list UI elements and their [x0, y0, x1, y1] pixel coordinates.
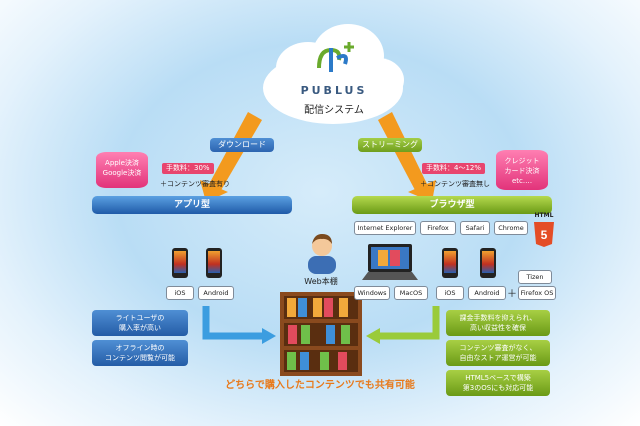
plus-sign: ＋: [507, 289, 517, 300]
app-feature-box: ライトユーザの 購入率が高い: [92, 310, 188, 336]
iphone-icon: [172, 248, 188, 278]
browser-android-phone-icon: [480, 248, 496, 278]
app-feature-2-line1: オフライン時の: [115, 344, 165, 352]
android-phone-icon: [206, 248, 222, 278]
streaming-label: ストリーミング: [358, 138, 422, 152]
app-payment-cylinder: Apple決済 Google決済: [96, 152, 148, 188]
publus-logo-icon: [317, 42, 354, 72]
browser-feature-1-line1: 課金手数料を抑えられ、: [459, 314, 537, 322]
browser-feature-1-line2: 高い収益性を確保: [470, 324, 526, 332]
bookshelf-icon: [280, 292, 362, 376]
laptop-icon: [362, 244, 418, 280]
download-label: ダウンロード: [210, 138, 274, 152]
browser-feature-box: 課金手数料を抑えられ、 高い収益性を確保: [446, 310, 550, 336]
shared-content-caption: どちらで購入したコンテンツでも共有可能: [225, 380, 415, 391]
download-arrow: [208, 112, 262, 192]
browser-platform-windows: Windows: [354, 286, 390, 300]
svg-text:5: 5: [541, 228, 548, 242]
browser-internet-explorer: Internet Explorer: [354, 221, 416, 235]
browser-fee-note: ＋コンテンツ審査無し: [420, 180, 490, 188]
browser-payment-line1: クレジット: [504, 157, 540, 165]
browser-platform-android: Android: [468, 286, 506, 300]
browser-feature-2-line1: コンテンツ審査がなく、: [459, 344, 537, 352]
html5-text: HTML: [534, 212, 554, 219]
app-platform-ios: iOS: [166, 286, 194, 300]
browser-platform-tizen: Tizen: [518, 270, 552, 284]
user-avatar-icon: [308, 234, 336, 274]
browser-platform-firefox-os: Firefox OS: [518, 286, 556, 300]
browser-safari: Safari: [460, 221, 490, 235]
logo-text: PUBLUS: [300, 84, 368, 97]
system-subtitle: 配信システム: [304, 105, 364, 116]
browser-fee: 手数料：4〜12%: [422, 163, 486, 174]
app-feature-1-line1: ライトユーザの: [115, 314, 165, 322]
app-feature-1-line2: 購入率が高い: [119, 324, 161, 332]
browser-platform-ios: iOS: [436, 286, 464, 300]
browser-type-bar: ブラウザ型: [352, 196, 552, 214]
browser-feature-box: HTML5ベースで構築 第3のOSにも対応可能: [446, 370, 550, 396]
browser-feature-3-line2: 第3のOSにも対応可能: [462, 384, 534, 392]
app-feature-box: オフライン時の コンテンツ閲覧が可能: [92, 340, 188, 366]
app-payment-line1: Apple決済: [105, 159, 139, 167]
browser-iphone-icon: [442, 248, 458, 278]
browser-chrome: Chrome: [494, 221, 528, 235]
browser-feature-box: コンテンツ審査がなく、 自由なストア運営が可能: [446, 340, 550, 366]
app-platform-android: Android: [198, 286, 234, 300]
browser-feature-3-line1: HTML5ベースで構築: [465, 374, 531, 382]
browser-payment-line2: カード決済: [504, 167, 540, 175]
app-payment-line2: Google決済: [102, 169, 142, 177]
app-type-bar: アプリ型: [92, 196, 292, 214]
browser-platform-macos: MacOS: [394, 286, 428, 300]
browser-firefox: Firefox: [420, 221, 456, 235]
browser-payment-cylinder: クレジット カード決済 etc.…: [496, 150, 548, 190]
app-feature-2-line2: コンテンツ閲覧が可能: [105, 354, 175, 362]
html5-shield-icon: 5: [534, 222, 554, 247]
app-fee: 手数料：30%: [162, 163, 214, 174]
web-shelf-label: Web本棚: [304, 277, 338, 286]
app-fee-note: ＋コンテンツ審査有り: [160, 180, 230, 188]
browser-feature-2-line2: 自由なストア運営が可能: [459, 354, 537, 362]
browser-payment-line3: etc.…: [511, 177, 533, 185]
streaming-arrow: [378, 112, 428, 192]
